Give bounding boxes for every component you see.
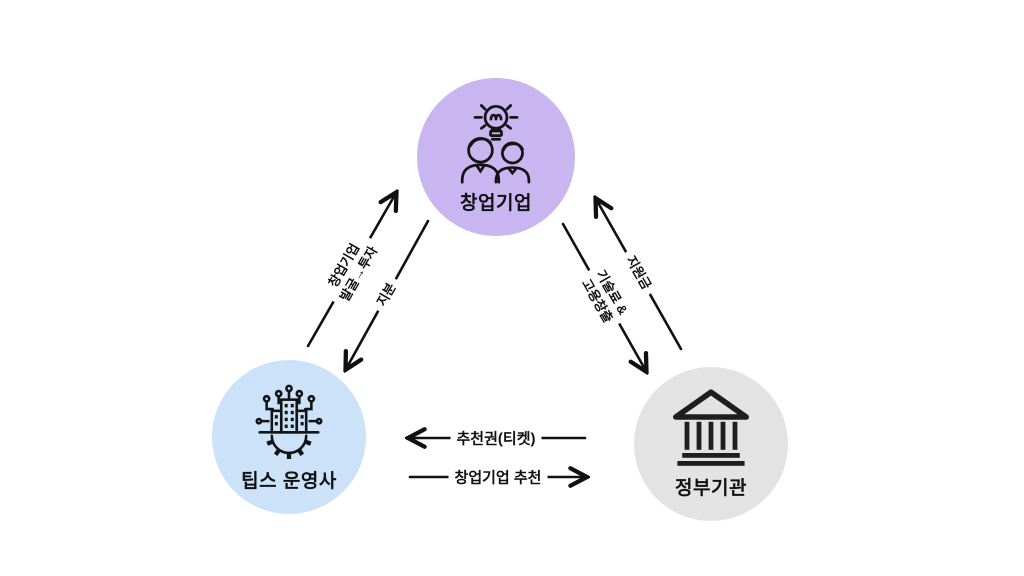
edge-label-ticket: 추천권(티켓) (450, 426, 542, 450)
node-tips-operator-label: 팁스 운영사 (241, 470, 337, 492)
team-idea-lightbulb-icon (460, 103, 531, 184)
smart-building-gear-icon (255, 384, 323, 459)
node-startup: 창업기업 (417, 78, 575, 236)
edge-label-recommend: 창업기업 추천 (448, 465, 548, 489)
bank-building-icon (673, 388, 749, 466)
node-government: 정부기관 (634, 367, 788, 521)
node-tips-operator: 팁스 운영사 (212, 360, 366, 514)
node-startup-label: 창업기업 (460, 192, 532, 214)
node-government-label: 정부기관 (675, 477, 747, 499)
